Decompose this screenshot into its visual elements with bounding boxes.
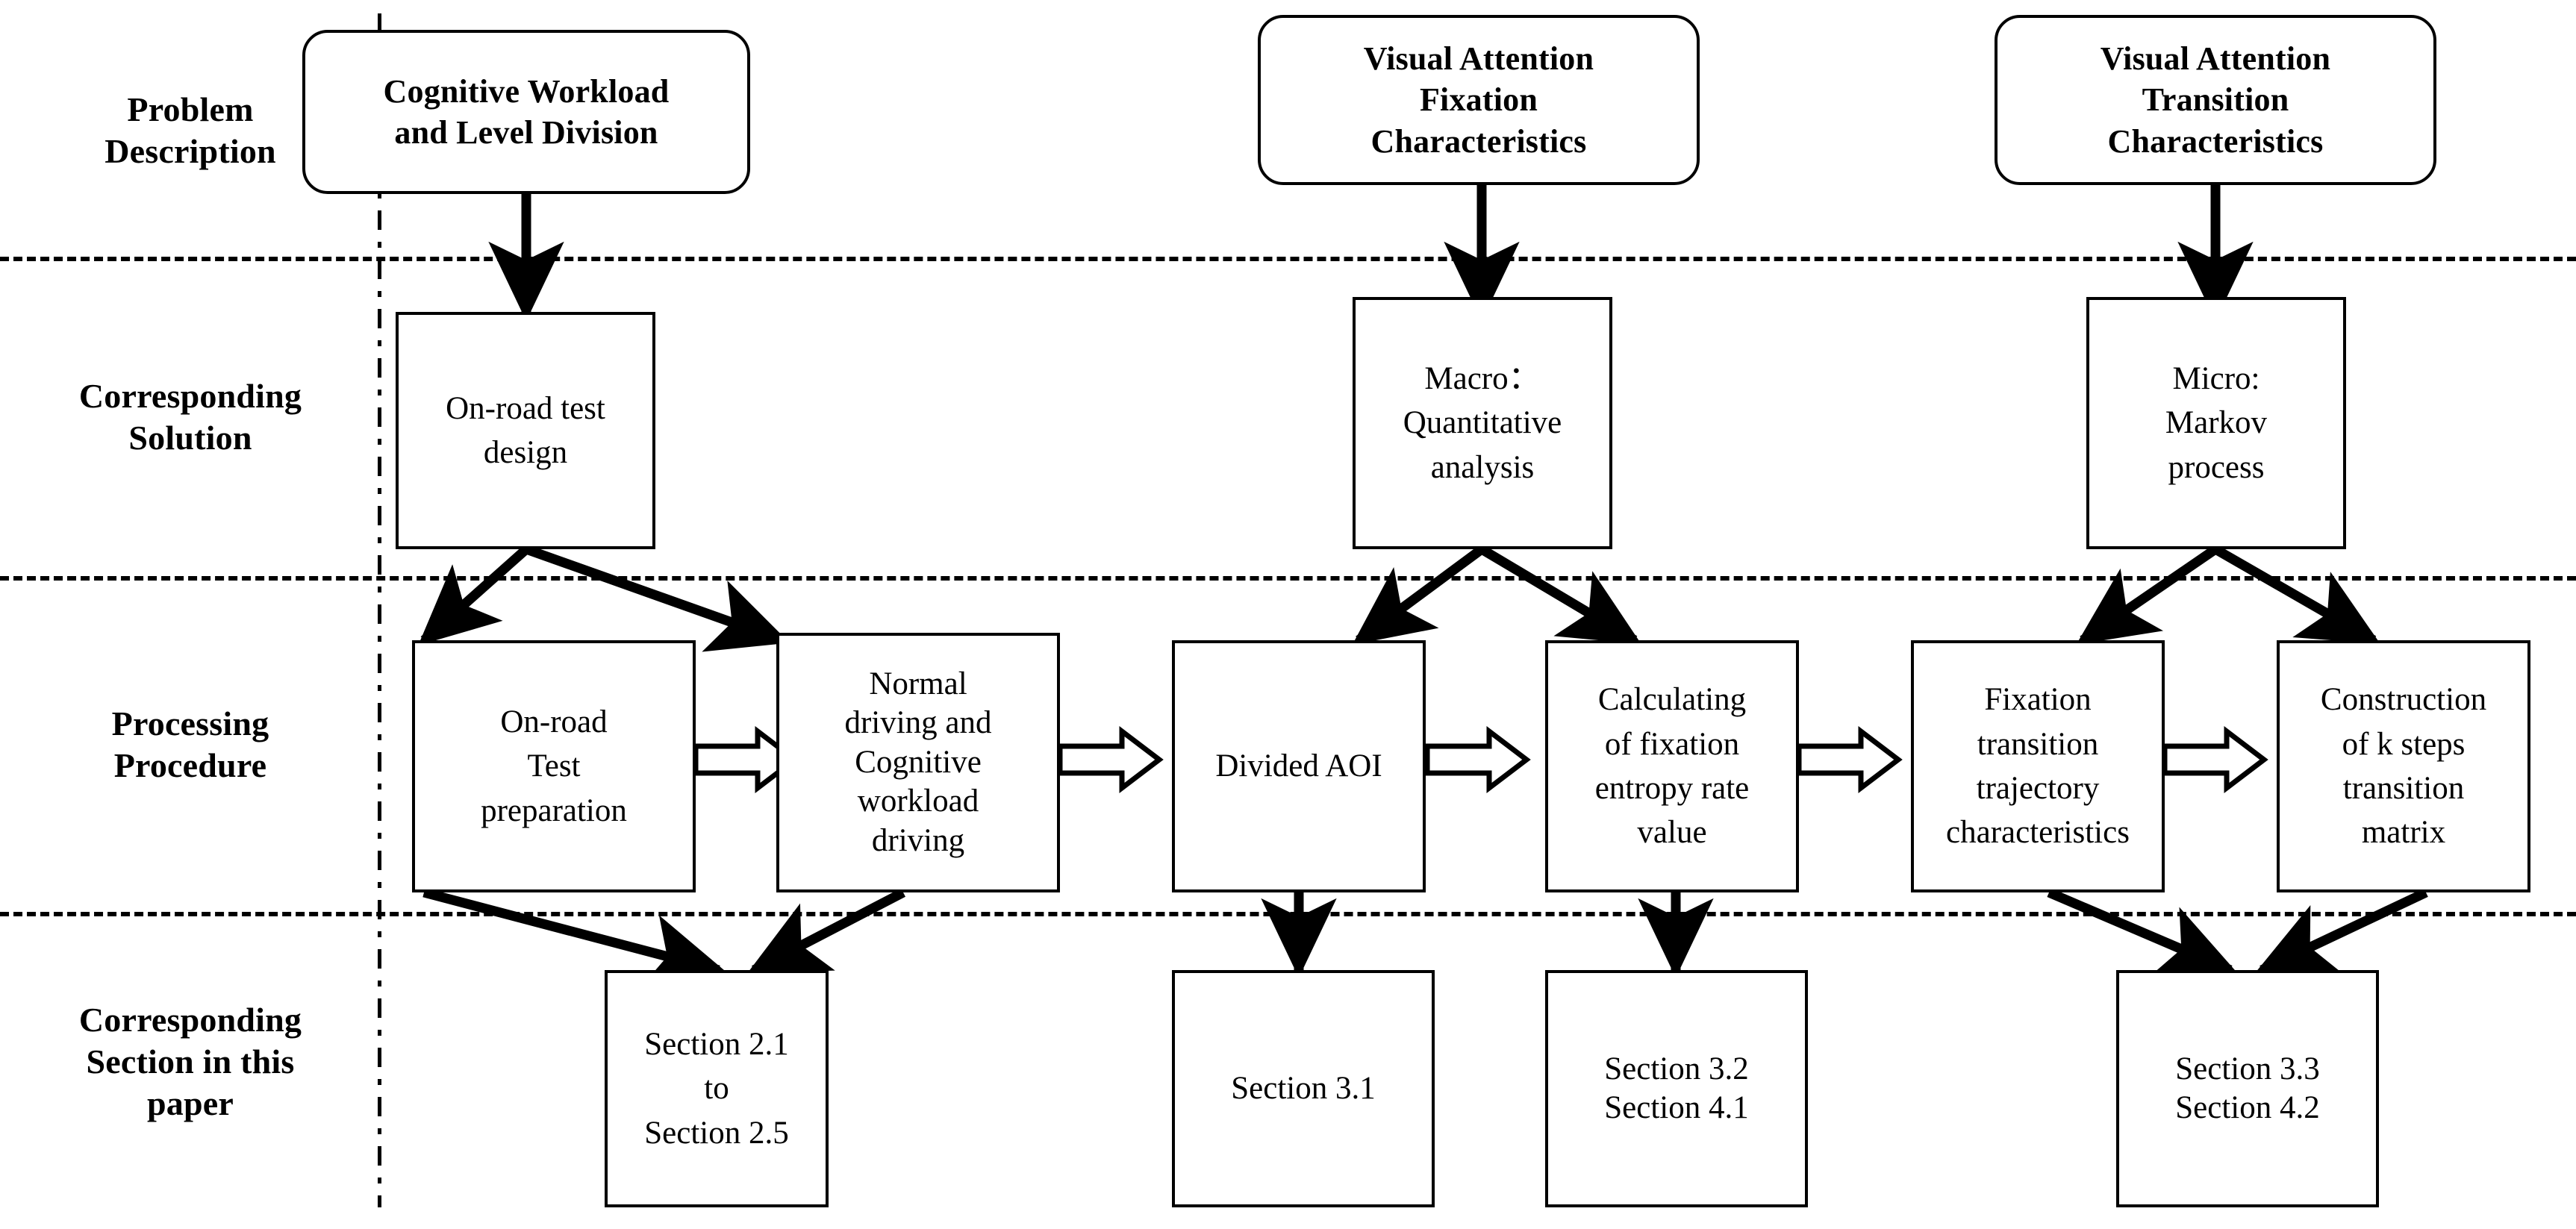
block-arrow-normaldriving-to-aoi (1057, 725, 1164, 794)
node-visual-attention-fixation[interactable]: Visual Attention Fixation Characteristic… (1258, 15, 1700, 185)
row-label-processing-procedure: Processing Procedure (111, 704, 269, 784)
node-normal-cognitive-driving[interactable]: Normal driving and Cognitive workload dr… (776, 633, 1060, 892)
node-micro-markov-process[interactable]: Micro: Markov process (2086, 297, 2346, 549)
arrow-trajectory-to-section33 (2047, 888, 2238, 977)
node-fixation-entropy-rate[interactable]: Calculating of fixation entropy rate val… (1545, 640, 1799, 892)
vertical-section-divider (378, 13, 381, 1207)
node-on-road-test-preparation[interactable]: On-road Test preparation (412, 640, 696, 892)
block-arrow-trajectory-to-matrix (2162, 725, 2268, 794)
node-section-3-1[interactable]: Section 3.1 (1172, 970, 1435, 1207)
node-cognitive-workload[interactable]: Cognitive Workload and Level Division (302, 30, 750, 194)
divider-procedure-section (0, 912, 2576, 916)
node-fixation-transition-trajectory[interactable]: Fixation transition trajectory character… (1911, 640, 2165, 892)
arrow-macro-to-entropy (1479, 545, 1641, 645)
block-arrow-entropy-to-trajectory (1796, 725, 1903, 794)
row-label-corresponding-solution: Corresponding Solution (78, 376, 302, 457)
arrow-micro-to-matrix (2212, 545, 2381, 645)
arrow-normaldriving-to-section2 (746, 888, 905, 975)
arrow-macro-to-aoi (1352, 545, 1485, 645)
node-divided-aoi[interactable]: Divided AOI (1172, 640, 1426, 892)
node-section-3-2-4-1[interactable]: Section 3.2 Section 4.1 (1545, 970, 1808, 1207)
block-arrow-aoi-to-entropy (1424, 725, 1531, 794)
arrow-onroad-to-testprep (418, 545, 530, 645)
divider-problem-solution (0, 257, 2576, 261)
divider-solution-procedure (0, 576, 2576, 581)
arrow-testprep-to-section2 (422, 887, 727, 989)
node-section-2-1-to-2-5[interactable]: Section 2.1 to Section 2.5 (605, 970, 829, 1207)
row-label-problem-description: Problem Description (105, 90, 276, 170)
arrow-onroad-to-normaldriving (524, 544, 790, 652)
node-macro-quantitative-analysis[interactable]: Macro： Quantitative analysis (1353, 297, 1612, 549)
arrow-matrix-to-section33 (2254, 888, 2428, 975)
arrow-micro-to-trajectory (2076, 545, 2218, 645)
node-visual-attention-transition[interactable]: Visual Attention Transition Characterist… (1995, 15, 2436, 185)
row-label-corresponding-section: Corresponding Section in this paper (78, 1000, 302, 1123)
node-section-3-3-4-2[interactable]: Section 3.3 Section 4.2 (2116, 970, 2379, 1207)
node-k-steps-transition-matrix[interactable]: Construction of k steps transition matri… (2277, 640, 2530, 892)
node-on-road-test-design[interactable]: On-road test design (396, 312, 655, 549)
